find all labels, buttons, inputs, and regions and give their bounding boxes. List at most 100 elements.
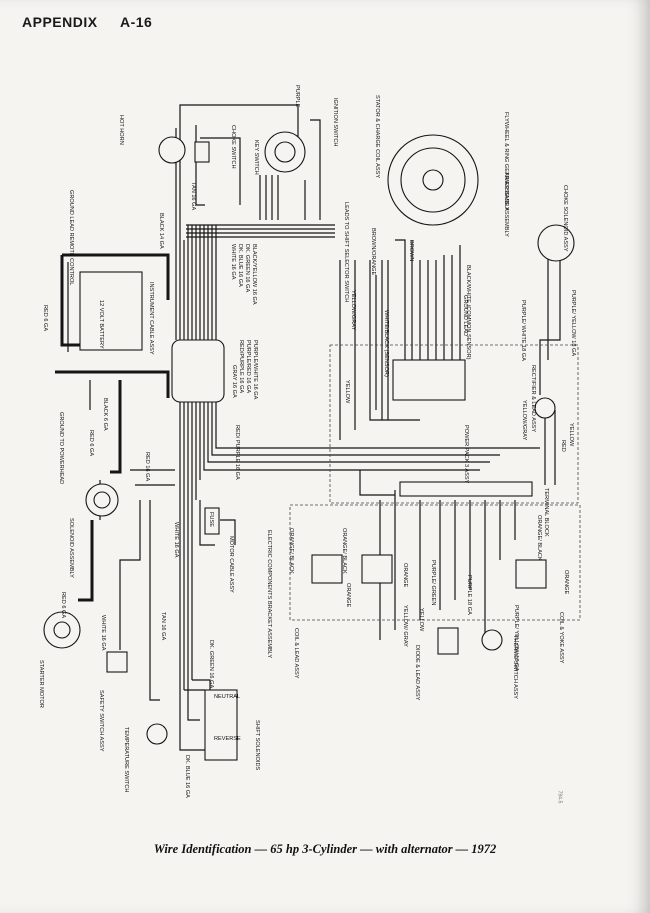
choke-solenoid-icon [537, 224, 575, 262]
stator-label: STATOR & CHARGE COIL ASSY [374, 95, 380, 178]
purple-white-16-label: PURPLE/WHITE 16 GA [252, 340, 258, 400]
orange-black-label: ORANGE/ BLACK [288, 528, 294, 574]
orange-black-2-label: ORANGE/ BLACK [341, 528, 347, 574]
terminal-block-label: TERMINAL BLOCK [543, 488, 549, 537]
diode-label: DIODE & LEAD ASSY [414, 645, 420, 701]
rectifier-label: RECTIFIER & LEAD ASSY [530, 365, 536, 432]
diagram-labels: HOT HORN CHOKE SWITCH KEY SWITCH PURPLE … [38, 85, 576, 798]
red-6-label: RED 6 GA [42, 305, 48, 331]
choke-solenoid-label: CHOKE SOLENOID ASSY [562, 185, 568, 252]
purple-green-label: PURPLE/ GREEN [430, 560, 436, 605]
brown-orange-label: BROWN/ORANGE [370, 228, 376, 276]
yellow-gray-2-label: YELLOW/GRAY [521, 400, 527, 441]
coil-lead-label: COIL & LEAD ASSY [293, 628, 299, 679]
coil-3-icon [515, 559, 547, 589]
terminal-block-icon [399, 481, 533, 497]
harness-connector-icon [171, 339, 225, 403]
choke-switch-icon [194, 141, 210, 163]
instrument-cable-label: INSTRUMENT CABLE ASSY [148, 282, 154, 355]
temperature-switch-icon [146, 723, 168, 745]
page-header: APPENDIX A-16 [22, 14, 152, 30]
black-14-label: BLACK 14 GA [158, 213, 164, 249]
red-purple-16-label: RED/PURPLE 16 GA [238, 340, 244, 393]
battery-label: 12 VOLT BATTERY [98, 300, 104, 349]
reverse-label: REVERSE [214, 736, 241, 742]
fuse-icon [204, 507, 220, 535]
leads-to-shift-label: LEADS TO SHIFT SELECTOR SWITCH [343, 202, 349, 302]
battery-icon [79, 271, 143, 351]
diode-icon [437, 627, 459, 655]
purple-white-18-label: PURPLE/ WHITE 18 GA [520, 300, 526, 361]
shift-solenoids-icon [204, 689, 238, 761]
electric-bracket-label: ELECTRIC COMPONENTS BRACKET ASSEMBLY [266, 530, 272, 658]
wire-traces [55, 104, 561, 751]
tan-16b-label: TAN 16 GA [160, 612, 166, 640]
figure-caption: Wire Identification — 65 hp 3-Cylinder —… [153, 842, 497, 856]
red-6c-label: RED 6 GA [60, 592, 66, 618]
tan-16-label: TAN 16 GA [190, 182, 196, 210]
yellow-3-label: YELLOW [418, 608, 424, 632]
rectifier-icon [534, 397, 556, 419]
section-title: APPENDIX [22, 14, 98, 30]
safety-switch-label: SAFETY SWITCH ASSY [98, 690, 104, 752]
purple-red-16-label: PURPLE/RED 16 GA [245, 340, 251, 393]
ground-lead-label: GROUND LEAD REMOTE CONTROL [68, 190, 74, 285]
orange-3-label: ORANGE [563, 570, 569, 595]
black-white-label: BLACK/WHITE (COMMON SENSOR) [465, 265, 471, 360]
orange-label: ORANGE [345, 583, 351, 608]
choke-switch-label: CHOKE SWITCH [230, 125, 236, 169]
purple-yellow-18-label: PURPLE/ YELLOW 18 GA [570, 290, 576, 356]
yellow-gray-3-label: YELLOW/ GRAY [402, 605, 408, 647]
motor-cable-label: MOTOR CABLE ASSY [228, 536, 234, 593]
bracket-outline [289, 344, 581, 621]
yellow-gray-label: YELLOW/GRAY [350, 290, 356, 331]
coil-1-icon [311, 554, 343, 584]
side-note: 794-5 [556, 790, 563, 804]
ground-to-powerhead-label: GROUND TO POWERHEAD [58, 412, 64, 484]
fuse-label: FUSE [208, 512, 214, 527]
brown-label: BROWN [408, 240, 414, 261]
gray-16-label: GRAY 16 GA [231, 365, 237, 398]
horn-icon [158, 136, 186, 164]
red-label: RED [560, 440, 566, 452]
orange-black-3-label: ORANGE/ BLACK [536, 515, 542, 561]
safety-switch-icon [106, 651, 128, 673]
ground-lead-2-label: GROUND LEAD [462, 295, 468, 336]
yellow-label: YELLOW [344, 380, 350, 404]
red-purple-16b-label: RED/ PURPLE 16 GA [234, 425, 240, 480]
black-yellow-16-label: BLACK/YELLOW 16 GA [251, 244, 257, 305]
white-16b-label: WHITE 16 GA [173, 522, 179, 558]
shift-solenoids-label: SHIFT SOLENOIDS [254, 720, 260, 771]
black-6-label: BLACK 6 GA [102, 398, 108, 431]
white-black-label: WHITE/BLACK (SENSOR) [383, 310, 389, 377]
purple-label: PURPLE [294, 85, 300, 108]
key-switch-label: KEY SWITCH [253, 140, 259, 175]
dk-green-16b-label: DK. GREEN 16 GA [208, 640, 214, 688]
red-16-label: RED 16 GA [144, 452, 150, 481]
temperature-switch-label: TEMPERATURE SWITCH [123, 727, 129, 792]
coil-2-icon [361, 554, 393, 584]
white-16c-label: WHITE 16 GA [100, 615, 106, 651]
thermo-switch-label: THERMO SWITCH ASSY [512, 635, 518, 699]
yellow-2-label: YELLOW [568, 423, 574, 447]
solenoid-assembly-label: SOLENOID ASSEMBLY [68, 518, 74, 578]
hot-horn-label: HOT HORN [118, 115, 124, 145]
flywheel-label: FLYWHEEL & RING GEAR ASSEMBLY [503, 112, 509, 211]
orange-2-label: ORANGE [402, 563, 408, 588]
dk-blue-16-label: DK. BLUE 16 GA [237, 244, 243, 287]
purple-yellow-18b-label: PURPLE/ YELLOW 18 GA [513, 605, 519, 671]
timer-base-label: TIMER BASE ASSEMBLY [503, 172, 509, 237]
power-pack-icon [392, 359, 466, 401]
coil-yoke-label: COIL & YOKE ASSY [558, 612, 564, 664]
purple-18-label: PURPLE 18 GA [466, 575, 472, 615]
components [43, 131, 575, 761]
dk-green-16-label: DK. GREEN 16 GA [244, 244, 250, 292]
power-pack-label: POWER PACK 3 ASSY [463, 425, 469, 484]
neutral-label: NEUTRAL [214, 694, 240, 700]
thermo-switch-icon [481, 629, 503, 651]
starter-motor-label: STARTER MOTOR [38, 660, 44, 708]
ignition-switch-label: IGNITION SWITCH [332, 98, 338, 146]
dk-blue-16b-label: DK. BLUE 16 GA [184, 755, 190, 798]
red-6b-label: RED 6 GA [88, 430, 94, 456]
